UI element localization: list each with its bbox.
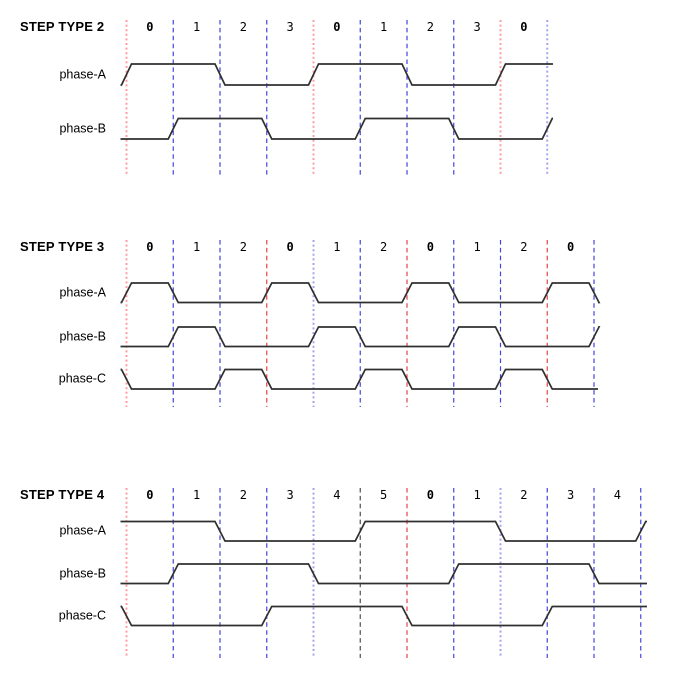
step-number-label: 2 [426,20,434,34]
trace-step-type-4-phase-A [120,520,647,542]
phase-label-step-type-4-phase-B: phase-B [59,566,106,581]
step-number-label: 2 [239,20,247,34]
phase-label-step-type-3-phase-A: phase-A [59,285,106,300]
trace-step-type-3-phase-A [120,282,601,304]
step-number-label: 0 [333,20,341,34]
phase-label-step-type-3-phase-B: phase-B [59,329,106,344]
step-number-label: 4 [333,488,341,502]
step-number-label: 2 [380,240,388,254]
step-number-label: 1 [333,240,341,254]
step-number-label: 1 [380,20,388,34]
trace-step-type-2-phase-B [120,117,554,140]
step-number-label: 3 [567,488,575,502]
step-number-label: 5 [380,488,388,502]
trace-step-type-2-phase-A [120,63,553,86]
trace-step-type-3-phase-B [120,326,601,348]
gridlines-step-type-4 [125,488,642,658]
step-number-label: 1 [193,20,201,34]
step-number-label: 3 [473,20,481,34]
phase-label-step-type-2-phase-B: phase-B [59,121,106,136]
step-number-label: 3 [286,488,294,502]
step-number-label: 3 [286,20,294,34]
trace-step-type-4-phase-C [120,605,647,627]
step-number-label: 2 [520,488,528,502]
step-number-label: 0 [520,20,528,34]
trace-step-type-4-phase-B [120,563,647,585]
step-number-label: 0 [426,240,434,254]
step-number-label: 2 [239,240,247,254]
phase-label-step-type-3-phase-C: phase-C [58,371,106,386]
step-number-label: 0 [426,488,434,502]
step-number-label: 1 [193,488,201,502]
phase-label-step-type-2-phase-A: phase-A [59,67,106,81]
step-number-label: 2 [239,488,247,502]
step-number-label: 0 [146,488,154,502]
section-title-step-type-3: STEP TYPE 3 [20,239,105,254]
step-number-label: 0 [146,240,154,254]
step-number-label: 2 [520,240,528,254]
trace-step-type-3-phase-C [120,368,598,390]
section-title-step-type-2: STEP TYPE 2 [20,19,105,34]
step-number-label: 0 [567,240,575,254]
step-number-label: 1 [473,240,481,254]
gridlines-step-type-3 [125,240,595,407]
step-number-label: 1 [193,240,201,254]
phase-label-step-type-4-phase-C: phase-C [58,608,106,623]
step-number-label: 1 [473,488,481,502]
gridlines-step-type-2 [125,20,549,175]
phase-label-step-type-4-phase-A: phase-A [59,523,106,538]
step-number-label: 0 [286,240,294,254]
step-number-label: 0 [146,20,154,34]
step-number-label: 4 [613,488,621,502]
section-title-step-type-4: STEP TYPE 4 [20,487,105,502]
